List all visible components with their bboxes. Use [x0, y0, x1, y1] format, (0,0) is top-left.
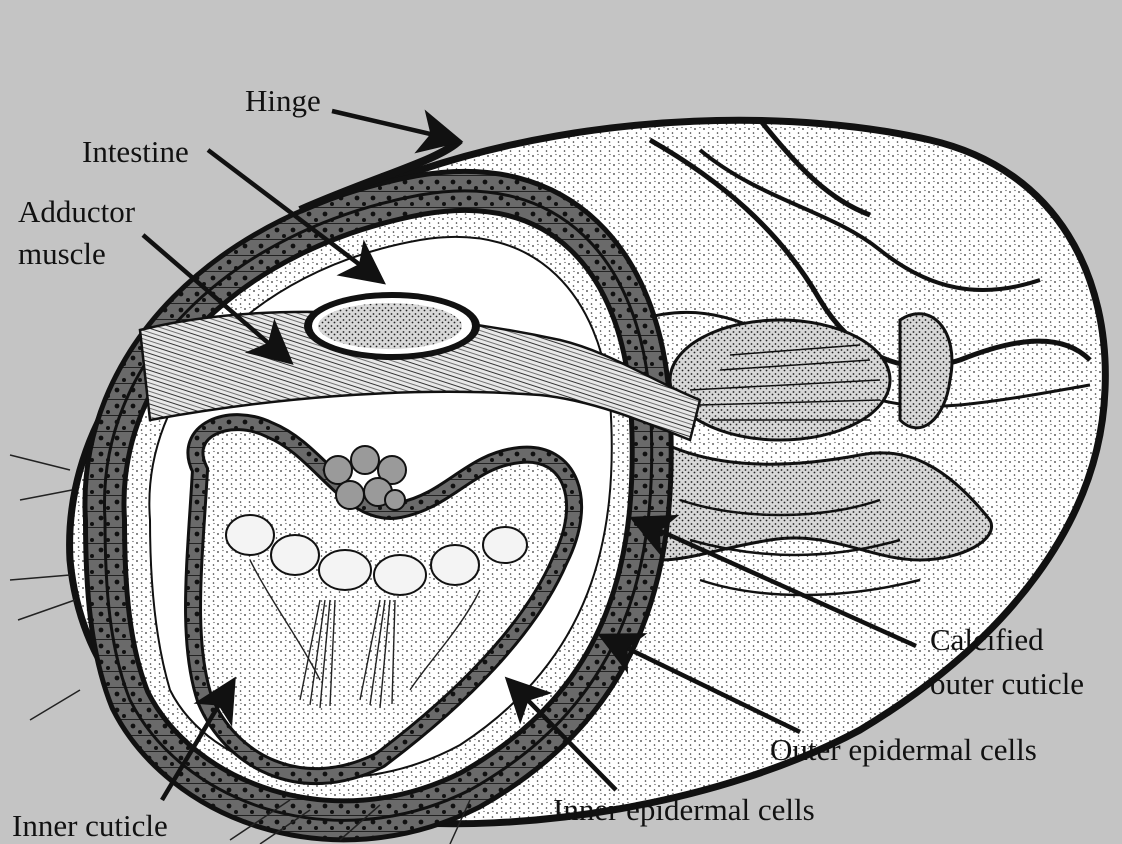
label-inner-cuticle: Inner cuticle — [12, 808, 168, 843]
label-outer-epidermal: Outer epidermal cells — [770, 732, 1037, 767]
label-adductor-line1: Adductor — [18, 194, 136, 229]
label-adductor-line2: muscle — [18, 236, 106, 271]
intestine — [304, 292, 480, 360]
label-hinge: Hinge — [245, 83, 321, 118]
label-calcified-line2: outer cuticle — [930, 666, 1084, 701]
label-intestine: Intestine — [82, 134, 189, 169]
label-inner-epidermal: Inner epidermal cells — [553, 792, 815, 827]
label-calcified-line1: Calcified — [930, 622, 1044, 657]
